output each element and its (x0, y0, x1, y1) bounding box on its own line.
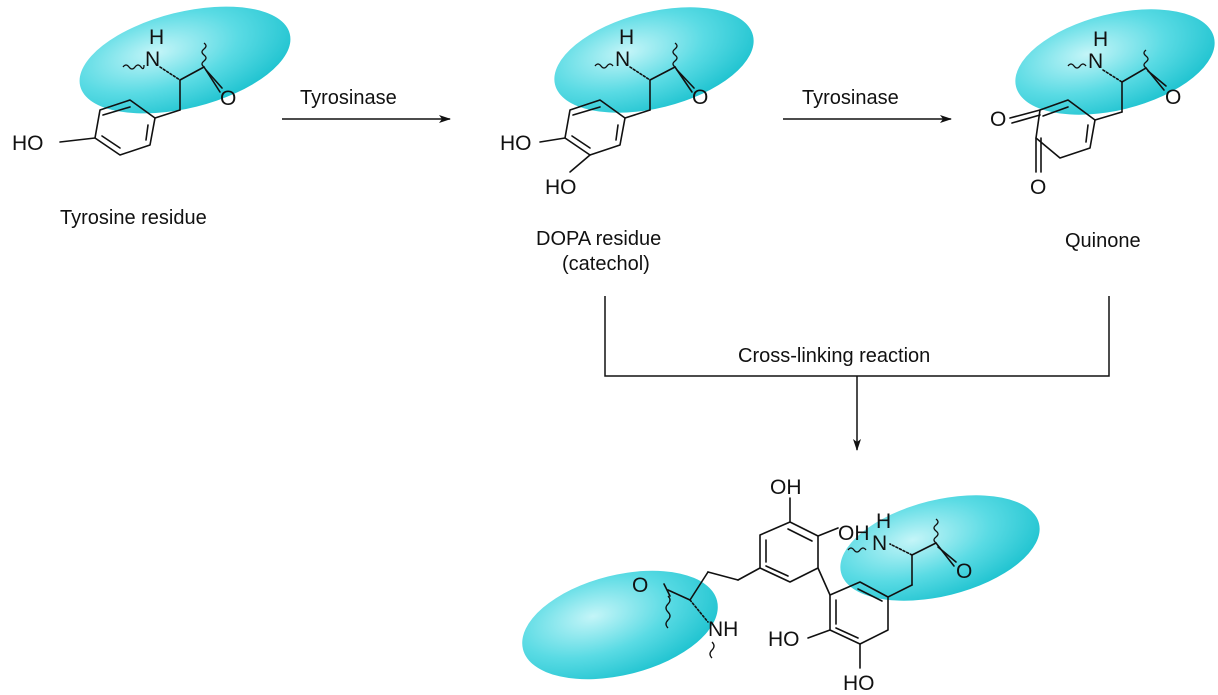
quinone-oxygen: O (1030, 176, 1046, 199)
quinone-oxygen: O (990, 108, 1006, 131)
backbone-ellipse (1015, 9, 1215, 115)
carbonyl-oxygen: O (692, 86, 708, 109)
carbonyl-oxygen: O (956, 560, 972, 583)
nitrogen-atom: N (145, 48, 160, 71)
hydroxyl-group: HO (843, 672, 875, 695)
wavy-bond (1067, 63, 1087, 69)
hydroxyl-group: HO (768, 628, 800, 651)
hydroxyl-group: HO (545, 176, 577, 199)
wavy-bond (1143, 49, 1149, 69)
carbonyl-oxygen: O (632, 574, 648, 597)
hydroxyl-group: HO (500, 132, 532, 155)
nitrogen-atom: N (1088, 50, 1103, 73)
carbonyl-oxygen: O (220, 87, 236, 110)
tyrosine-label: Tyrosine residue (60, 207, 207, 229)
wavy-bond (594, 63, 614, 69)
hydroxyl-group: OH (838, 522, 870, 545)
nitrogen-atom: N (872, 532, 887, 555)
dopa-sublabel: (catechol) (562, 253, 650, 275)
wavy-bond (122, 64, 145, 70)
hydroxyl-group: HO (12, 132, 44, 155)
backbone-ellipse (554, 7, 754, 113)
quinone-structure: N H O O O (990, 9, 1215, 199)
backbone-ellipse (522, 570, 718, 680)
hydrogen-atom: H (149, 26, 164, 49)
crosslink-label: Cross-linking reaction (738, 345, 930, 367)
dopa-label: DOPA residue (536, 228, 661, 250)
wavy-bond (665, 595, 671, 629)
dopa-structure: N H O HO HO (500, 7, 754, 199)
hydroxyl-group: OH (770, 476, 802, 499)
wavy-bond (933, 518, 939, 544)
wavy-bond (201, 42, 207, 68)
amine-group: NH (708, 618, 738, 641)
nitrogen-atom: N (615, 48, 630, 71)
quinone-label: Quinone (1065, 230, 1141, 252)
wavy-bond (847, 547, 867, 553)
wavy-bond (672, 42, 678, 68)
arrow-1-label: Tyrosinase (300, 87, 397, 109)
hydrogen-atom: H (1093, 28, 1108, 51)
hydrogen-atom: H (619, 26, 634, 49)
hydrogen-atom: H (876, 510, 891, 533)
carbonyl-oxygen: O (1165, 86, 1181, 109)
arrow-2-label: Tyrosinase (802, 87, 899, 109)
tyrosine-structure: N H O HO (12, 6, 291, 156)
wavy-bond (709, 641, 715, 659)
crosslinked-product-structure: OH OH HO HO O NH N H O (522, 476, 1040, 695)
backbone-ellipse (79, 6, 291, 114)
